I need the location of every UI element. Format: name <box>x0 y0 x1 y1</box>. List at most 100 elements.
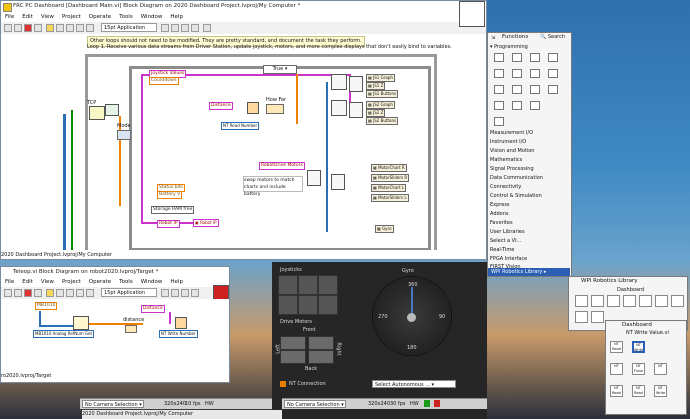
joystick-unbundle-node-2[interactable] <box>331 100 347 116</box>
nt-write-tile-2[interactable]: NT Write <box>654 385 667 397</box>
record-icon[interactable] <box>434 400 440 407</box>
nt-read-tile-2[interactable]: NT Read <box>610 385 623 397</box>
gyro-gauge[interactable]: 360 270 90 180 <box>372 276 452 356</box>
teleop-pause-icon[interactable] <box>34 289 42 297</box>
wpi-tile-6-icon[interactable] <box>655 295 668 307</box>
functions-search-button[interactable]: 🔍 Search <box>540 34 566 40</box>
resize-icon[interactable] <box>181 24 189 32</box>
teleop-resize-icon[interactable] <box>181 289 189 297</box>
motor-left-front[interactable] <box>280 336 306 350</box>
menu-project[interactable]: Project <box>61 14 81 20</box>
teleop-step-over-icon[interactable] <box>76 289 84 297</box>
waveform-icon[interactable] <box>530 85 540 94</box>
joystick-6-pad[interactable] <box>318 295 338 315</box>
teleop-menu-tools[interactable]: Tools <box>119 279 133 285</box>
dashboard-subpalette[interactable]: Dashboard NT Write Value.vi NT Read NT W… <box>605 320 687 415</box>
wpi-tile-8-icon[interactable] <box>575 311 588 323</box>
palette-programming[interactable]: ▾ Programming <box>490 44 528 50</box>
boolean-icon[interactable] <box>494 69 504 78</box>
analog-refnum-get-node[interactable]: MB1010 Analog RefNum Get <box>33 330 95 338</box>
motor-unbundle-node[interactable] <box>307 170 321 186</box>
palette-item-6[interactable]: Connectivity <box>490 184 522 190</box>
motor-sliders-r[interactable]: ▦ MotorSliders R <box>371 174 410 182</box>
step-out-icon[interactable] <box>86 24 94 32</box>
palette-item-15[interactable]: FIRST Vision <box>490 264 521 270</box>
wpi-tile-1-icon[interactable] <box>575 295 588 307</box>
motor-right-back[interactable] <box>308 350 334 364</box>
right-camera-hw[interactable]: HW <box>410 401 419 407</box>
nt-read-tile-3[interactable]: NT Read <box>632 385 645 397</box>
retain-icon[interactable] <box>56 24 64 32</box>
numeric-icon[interactable] <box>548 53 558 62</box>
teleop-distribute-icon[interactable] <box>171 289 179 297</box>
nt-flush-tile[interactable]: NT Flush <box>632 363 645 375</box>
autonomous-select[interactable]: Select Autonomous ... ▾ <box>372 380 456 388</box>
play-icon[interactable] <box>424 400 430 407</box>
file-io-icon[interactable] <box>512 85 522 94</box>
teleop-abort-icon[interactable] <box>24 289 32 297</box>
motor-bundle-node[interactable] <box>331 174 345 190</box>
reorder-icon[interactable] <box>191 24 199 32</box>
step-into-icon[interactable] <box>66 24 74 32</box>
joystick-index-node-1[interactable] <box>349 76 363 92</box>
app-control-icon[interactable] <box>548 85 558 94</box>
nt-write-number-node[interactable]: NT Write Number <box>159 330 198 338</box>
run-arrow-icon[interactable] <box>4 24 12 32</box>
teleop-run-icon[interactable] <box>4 289 12 297</box>
teleop-block-diagram-window[interactable]: Teleop.vi Block Diagram on robot2020.lvp… <box>0 266 230 383</box>
teleop-menu-help[interactable]: Help <box>170 279 183 285</box>
palette-item-0[interactable]: Measurement I/O <box>490 130 534 136</box>
wpi-tile-3-icon[interactable] <box>607 295 620 307</box>
joystick-1-pad[interactable] <box>278 275 298 295</box>
palette-item-4[interactable]: Signal Processing <box>490 166 534 172</box>
pause-icon[interactable] <box>34 24 42 32</box>
js1-buttons[interactable]: ▦ JS1 Buttons <box>366 90 399 98</box>
palette-item-3[interactable]: Mathematics <box>490 157 523 163</box>
teleop-canvas[interactable]: MB1010 MB1010 Analog RefNum Get distance… <box>1 299 229 382</box>
diagram-canvas[interactable]: Other loops should not need to be modifi… <box>1 34 486 259</box>
teleop-menu-project[interactable]: Project <box>61 279 81 285</box>
abort-icon[interactable] <box>24 24 32 32</box>
nt-tile-b[interactable]: NT <box>654 363 667 375</box>
comparison-icon[interactable] <box>530 69 540 78</box>
palette-item-10[interactable]: Favorites <box>490 220 513 226</box>
teleop-step-into-icon[interactable] <box>66 289 74 297</box>
nt-read-tile[interactable]: NT Read <box>610 341 623 353</box>
palette-item-11[interactable]: User Libraries <box>490 229 525 235</box>
menu-operate[interactable]: Operate <box>88 14 112 20</box>
teleop-reorder-icon[interactable] <box>191 289 199 297</box>
font-selector[interactable]: 15pt Application Font <box>101 23 157 40</box>
highlight-icon[interactable] <box>46 24 54 32</box>
palette-item-8[interactable]: Express <box>490 202 510 208</box>
palette-item-5[interactable]: Data Communication <box>490 175 543 181</box>
graphics-icon[interactable] <box>512 101 522 110</box>
nt-write-node[interactable] <box>175 317 187 329</box>
tcp-read-node[interactable] <box>89 106 105 120</box>
how-far-indicator[interactable] <box>266 104 284 114</box>
teleop-step-out-icon[interactable] <box>86 289 94 297</box>
left-camera-hw[interactable]: HW <box>205 401 214 407</box>
menu-edit[interactable]: Edit <box>22 14 33 20</box>
palette-item-13[interactable]: Real-Time <box>490 247 515 253</box>
palette-item-14[interactable]: FPGA Interface <box>490 256 528 262</box>
robot-ip-indicator[interactable]: ▣ Robot IP <box>193 219 219 227</box>
teleop-menu-view[interactable]: View <box>40 279 54 285</box>
step-over-icon[interactable] <box>76 24 84 32</box>
teleop-run-continuous-icon[interactable] <box>14 289 22 297</box>
distribute-icon[interactable] <box>171 24 179 32</box>
js2-graph[interactable]: ▦ JS2 Graph <box>366 101 395 109</box>
distance-indicator[interactable] <box>125 325 137 333</box>
report-icon[interactable] <box>530 101 540 110</box>
motor-left-back[interactable] <box>280 350 306 364</box>
wpi-tile-2-icon[interactable] <box>591 295 604 307</box>
teleop-menu-edit[interactable]: Edit <box>22 279 33 285</box>
wpi-tile-7-icon[interactable] <box>671 295 684 307</box>
motor-right-front[interactable] <box>308 336 334 350</box>
dialog-icon[interactable] <box>494 85 504 94</box>
cleanup-icon[interactable] <box>203 24 211 32</box>
dashboard-panel[interactable]: Joysticks Drive Motors Front Left Right … <box>272 262 487 419</box>
motor-chart-r[interactable]: ▦ MotorChart R <box>371 164 407 172</box>
mode-indicator[interactable] <box>117 130 131 140</box>
palette-item-2[interactable]: Vision and Motion <box>490 148 535 154</box>
while-loop[interactable] <box>85 54 437 259</box>
